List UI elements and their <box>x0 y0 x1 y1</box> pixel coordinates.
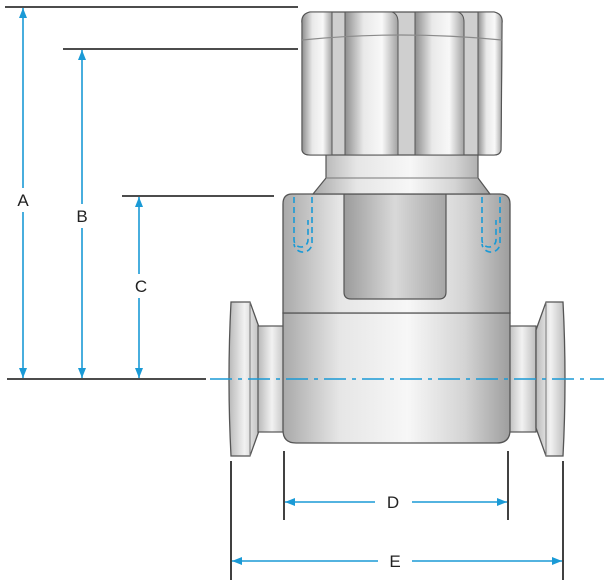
bonnet-neck <box>311 151 492 195</box>
dimension-lines <box>19 8 562 565</box>
dimension-label-a: A <box>17 191 29 210</box>
body-window <box>343 193 447 300</box>
valve-body-group <box>228 11 566 457</box>
dimension-label-e: E <box>389 552 400 571</box>
dimension-label-c: C <box>135 277 147 296</box>
lower-body <box>282 312 511 444</box>
adjustment-knob <box>301 11 503 156</box>
hidden-bolt-hole-right <box>481 197 501 253</box>
hidden-bolt-hole-left <box>293 197 313 253</box>
dimension-label-d: D <box>387 493 399 512</box>
extension-lines <box>5 6 564 580</box>
dimension-label-b: B <box>76 207 87 226</box>
